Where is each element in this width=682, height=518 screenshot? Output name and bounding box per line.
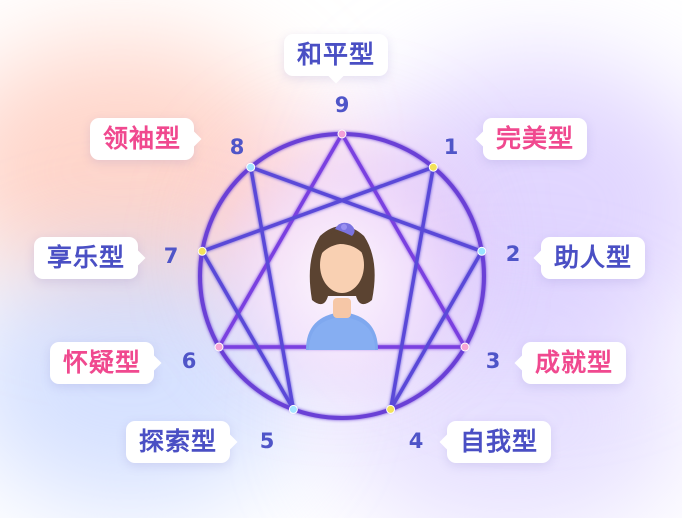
type-number-3: 3 bbox=[485, 349, 501, 373]
point-marker-5 bbox=[288, 404, 298, 414]
type-label-text: 和平型 bbox=[297, 40, 376, 69]
type-label-text: 享乐型 bbox=[47, 243, 126, 272]
type-label-text: 自我型 bbox=[460, 427, 539, 456]
point-marker-8 bbox=[246, 162, 256, 172]
point-marker-3 bbox=[460, 342, 470, 352]
type-number-8: 8 bbox=[229, 135, 245, 159]
point-marker-2 bbox=[477, 246, 487, 256]
type-label-8: 领袖型 bbox=[90, 118, 202, 160]
type-number-7: 7 bbox=[163, 244, 179, 268]
point-marker-1 bbox=[428, 162, 438, 172]
type-number-2: 2 bbox=[505, 242, 521, 266]
type-number-4: 4 bbox=[408, 429, 424, 453]
type-number-1: 1 bbox=[443, 135, 459, 159]
type-number-9: 9 bbox=[334, 93, 350, 117]
type-label-text: 领袖型 bbox=[103, 124, 182, 153]
type-label-3: 成就型 bbox=[514, 342, 627, 384]
type-label-text: 完美型 bbox=[496, 124, 575, 153]
type-number-5: 5 bbox=[259, 429, 275, 453]
type-label-7: 享乐型 bbox=[34, 237, 146, 279]
point-markers bbox=[197, 129, 487, 414]
point-marker-7 bbox=[197, 246, 207, 256]
type-label-text: 助人型 bbox=[554, 243, 633, 272]
type-label-2: 助人型 bbox=[533, 237, 646, 279]
type-label-5: 探索型 bbox=[126, 421, 238, 463]
type-number-6: 6 bbox=[181, 349, 197, 373]
point-marker-6 bbox=[214, 342, 224, 352]
type-label-6: 怀疑型 bbox=[50, 342, 162, 384]
type-label-text: 怀疑型 bbox=[63, 348, 142, 377]
type-label-9: 和平型 bbox=[284, 34, 389, 84]
type-label-text: 成就型 bbox=[535, 348, 614, 377]
point-marker-9 bbox=[337, 129, 347, 139]
point-marker-4 bbox=[386, 404, 396, 414]
type-label-4: 自我型 bbox=[439, 421, 552, 463]
type-label-text: 探索型 bbox=[139, 427, 218, 456]
female-avatar-icon bbox=[306, 222, 378, 350]
type-label-1: 完美型 bbox=[475, 118, 588, 160]
